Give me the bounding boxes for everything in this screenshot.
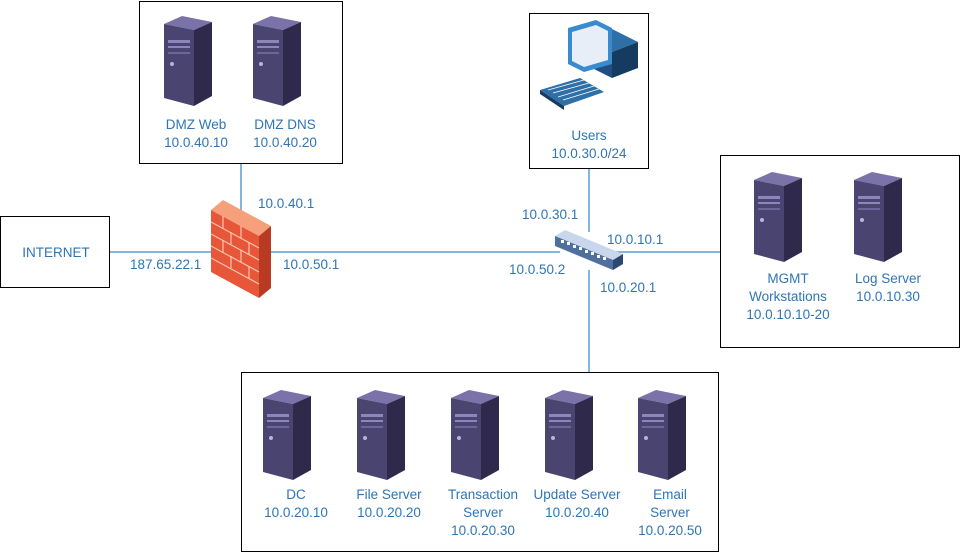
- log-server-node-label: Log Server 10.0.10.30: [838, 270, 938, 306]
- dmz-dns-name: DMZ DNS: [254, 117, 316, 132]
- update-server-name: Update Server: [533, 487, 621, 502]
- internet-box: INTERNET: [0, 216, 110, 288]
- dmz-web-name: DMZ Web: [165, 117, 227, 132]
- dmz-web-ip: 10.0.40.10: [164, 135, 228, 150]
- dmz-dns-ip: 10.0.40.20: [253, 135, 317, 150]
- update-server-node-label: Update Server 10.0.20.40: [522, 486, 632, 522]
- email-server-node-label: Email Server 10.0.20.50: [620, 486, 720, 540]
- transaction-server-icon: [451, 390, 499, 480]
- file-server-name: File Server: [356, 487, 422, 502]
- dc-ip: 10.0.20.10: [264, 505, 328, 520]
- dmz-dns-server-icon: [253, 16, 301, 106]
- email-server-icon: [638, 390, 686, 480]
- mgmt-workstations-server-icon: [754, 172, 802, 262]
- mgmt-workstations-ip: 10.0.10.10-20: [746, 307, 830, 322]
- internet-label: INTERNET: [22, 245, 90, 260]
- mgmt-workstations-name-line2: Workstations: [749, 289, 827, 304]
- users-name: Users: [571, 128, 607, 143]
- dc-node-label: DC 10.0.20.10: [246, 486, 346, 522]
- email-server-name-line1: Email: [653, 487, 687, 502]
- switch-icon: [555, 230, 623, 270]
- dc-server-icon: [263, 390, 311, 480]
- dc-name: DC: [286, 487, 306, 502]
- update-server-ip: 10.0.20.40: [545, 505, 609, 520]
- file-server-node-label: File Server 10.0.20.20: [339, 486, 439, 522]
- file-server-icon: [357, 390, 405, 480]
- dmz-web-node-label: DMZ Web 10.0.40.10: [146, 116, 246, 152]
- email-server-ip: 10.0.20.50: [638, 523, 702, 538]
- log-server-icon: [854, 172, 902, 262]
- connection-lines: [110, 163, 720, 372]
- mgmt-workstations-node-label: MGMT Workstations 10.0.10.10-20: [728, 270, 848, 324]
- transaction-server-name-line1: Transaction: [447, 487, 519, 502]
- dmz-web-server-icon: [164, 16, 212, 106]
- log-server-ip: 10.0.10.30: [856, 289, 920, 304]
- update-server-icon: [545, 390, 593, 480]
- firewall-icon: [210, 199, 272, 299]
- firewall-dmz-ip-label: 10.0.40.1: [258, 196, 315, 211]
- transaction-server-ip: 10.0.20.30: [451, 523, 515, 538]
- transaction-server-node-label: Transaction Server 10.0.20.30: [433, 486, 533, 540]
- firewall-internet-ip-label: 187.65.22.1: [130, 257, 202, 272]
- file-server-ip: 10.0.20.20: [357, 505, 421, 520]
- users-node-label: Users 10.0.30.0/24: [529, 127, 649, 163]
- switch-users-ip-label: 10.0.30.1: [522, 207, 579, 222]
- switch-servers-ip-label: 10.0.20.1: [600, 280, 657, 295]
- dmz-dns-node-label: DMZ DNS 10.0.40.20: [235, 116, 335, 152]
- users-ip: 10.0.30.0/24: [551, 146, 627, 161]
- mgmt-workstations-name-line1: MGMT: [767, 271, 809, 286]
- switch-mgmt-ip-label: 10.0.10.1: [607, 232, 664, 247]
- switch-firewall-ip-label: 10.0.50.2: [509, 262, 566, 277]
- log-server-name: Log Server: [854, 271, 922, 286]
- workstation-icon: [540, 20, 638, 110]
- email-server-name-line2: Server: [650, 505, 690, 520]
- transaction-server-name-line2: Server: [463, 505, 503, 520]
- firewall-core-ip-label: 10.0.50.1: [283, 257, 340, 272]
